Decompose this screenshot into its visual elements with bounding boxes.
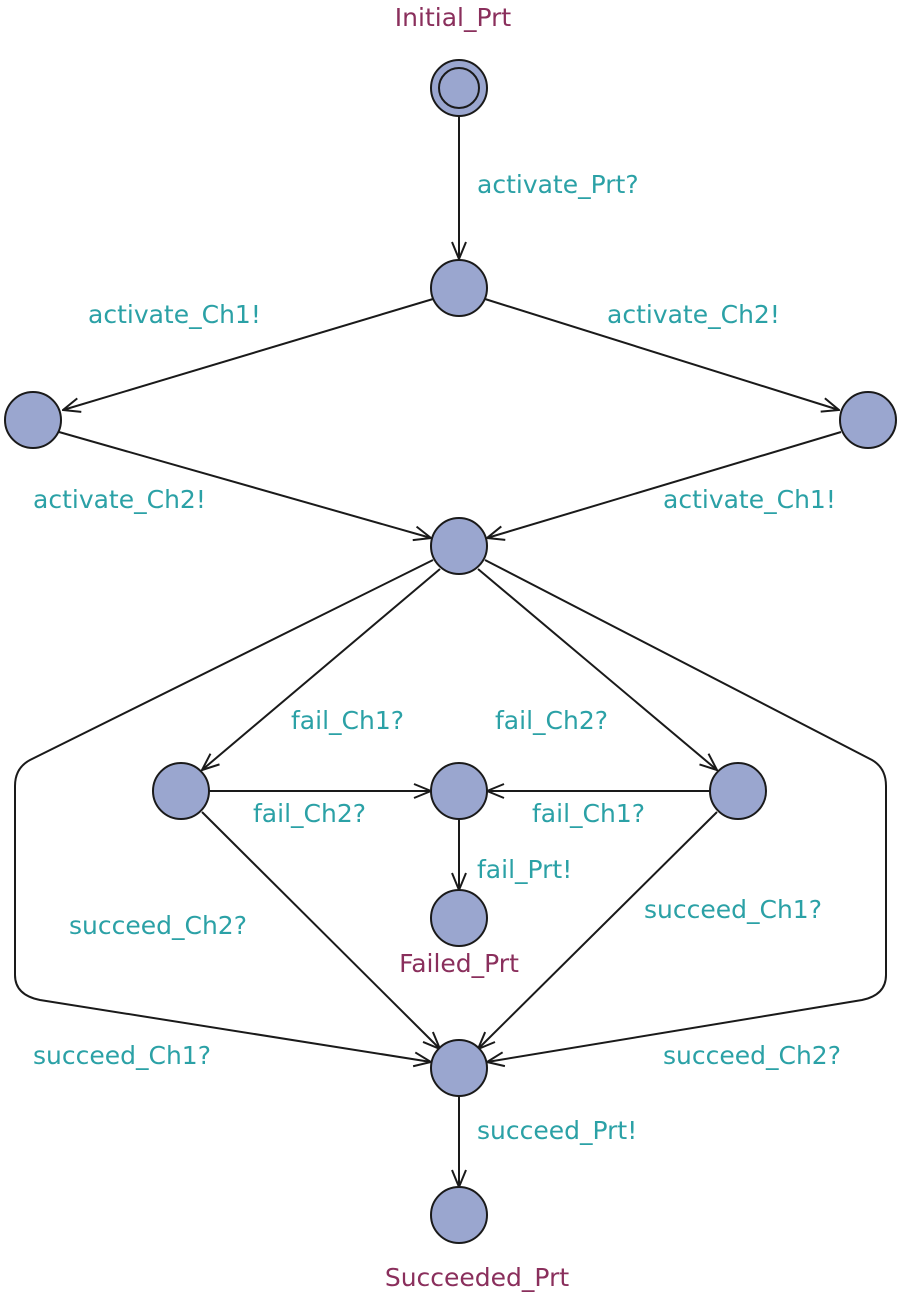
label-fail-ch1-right: fail_Ch1? xyxy=(532,799,645,828)
label-initial-prt: Initial_Prt xyxy=(395,3,512,32)
label-activate-prt: activate_Prt? xyxy=(477,170,639,199)
location-both-failed xyxy=(430,762,488,820)
initial-location-inner xyxy=(438,67,480,109)
location-ch1-failed xyxy=(152,762,210,820)
edge-right-to-center xyxy=(487,431,842,538)
edge-n1-to-left xyxy=(63,298,434,410)
label-activate-ch1-top: activate_Ch1! xyxy=(88,300,261,329)
label-succeed-ch2-outer: succeed_Ch2? xyxy=(663,1041,841,1070)
location-succeeded-prt xyxy=(430,1186,488,1244)
label-succeed-ch1-outer: succeed_Ch1? xyxy=(33,1041,211,1070)
label-activate-ch1-right: activate_Ch1! xyxy=(663,485,836,514)
edge-n1-to-right xyxy=(484,298,839,410)
label-succeed-ch2-left: succeed_Ch2? xyxy=(69,911,247,940)
edge-center-to-succeed-outer-left xyxy=(14,559,433,1062)
label-activate-ch2-top: activate_Ch2! xyxy=(607,300,780,329)
location-both-activated xyxy=(430,517,488,575)
edge-center-to-ch2-failed xyxy=(477,568,717,770)
edge-center-to-succeed-outer-right xyxy=(485,559,887,1062)
label-fail-prt: fail_Prt! xyxy=(477,855,572,884)
label-succeed-prt: succeed_Prt! xyxy=(477,1116,637,1145)
location-ch2-activated xyxy=(839,391,897,449)
label-fail-ch2-center: fail_Ch2? xyxy=(495,706,608,735)
label-activate-ch2-left: activate_Ch2! xyxy=(33,485,206,514)
edge-center-to-ch1-failed xyxy=(202,568,441,770)
location-ch1-activated xyxy=(4,391,62,449)
location-activated xyxy=(430,259,488,317)
edge-left-to-center xyxy=(58,431,431,538)
label-succeed-ch1-right: succeed_Ch1? xyxy=(644,895,822,924)
label-succeeded-prt: Succeeded_Prt xyxy=(385,1263,569,1292)
label-fail-ch1-center: fail_Ch1? xyxy=(291,706,404,735)
initial-location xyxy=(430,59,488,117)
edge-ch2-failed-to-succeed xyxy=(478,811,718,1049)
location-ch2-failed xyxy=(709,762,767,820)
location-succeed xyxy=(430,1039,488,1097)
label-failed-prt: Failed_Prt xyxy=(399,949,519,978)
edge-ch1-failed-to-succeed xyxy=(201,811,440,1049)
label-fail-ch2-left: fail_Ch2? xyxy=(253,799,366,828)
location-failed-prt xyxy=(430,889,488,947)
